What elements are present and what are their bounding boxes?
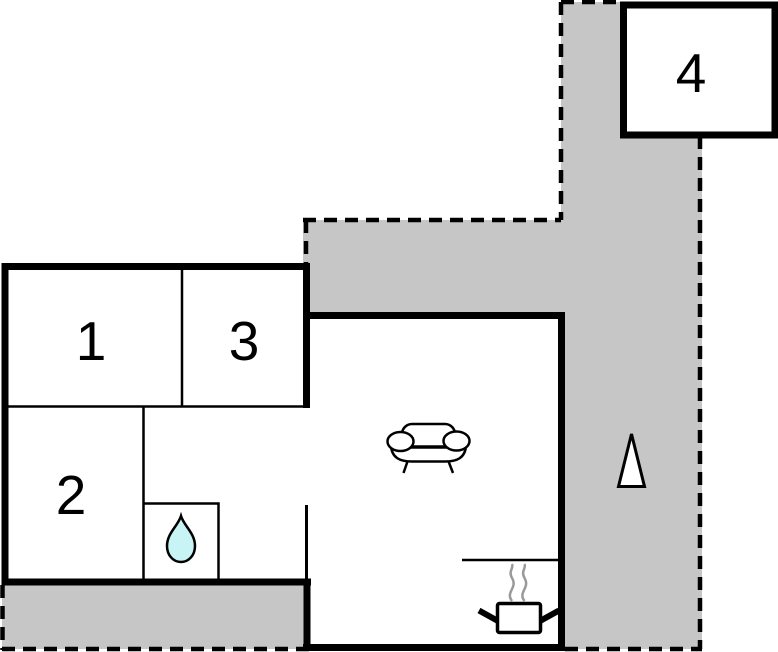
north-arrow-icon — [616, 433, 647, 488]
plan-icons — [165, 422, 647, 635]
room-2-label: 2 — [56, 464, 87, 526]
terrace-bottom-area — [2, 584, 311, 649]
room-4-wall — [620, 1, 778, 139]
terrace-areas — [2, 2, 702, 649]
room-3-label: 3 — [229, 310, 260, 372]
room-floors — [8, 8, 772, 644]
bathroom-wall — [143, 502, 220, 583]
water-drop-icon — [165, 511, 197, 564]
cooking-pot-icon — [477, 563, 561, 635]
living-room-floor — [310, 319, 558, 644]
room-1-floor — [8, 270, 180, 403]
living-room-wall — [303, 312, 565, 651]
rooms-outer-wall — [1, 263, 310, 585]
room-labels: 1 2 3 4 — [56, 42, 707, 526]
terrace-path-area — [303, 2, 702, 649]
room-4-floor — [627, 8, 772, 132]
sofa-icon — [386, 422, 471, 474]
room-2-floor — [8, 409, 141, 579]
boundary-dashed-lines — [0, 0, 703, 652]
steam-lines — [508, 563, 528, 602]
room-3-floor — [185, 270, 303, 403]
room-4-label: 4 — [676, 42, 707, 104]
room-1-label: 1 — [76, 310, 107, 372]
interior-walls — [3, 266, 562, 583]
